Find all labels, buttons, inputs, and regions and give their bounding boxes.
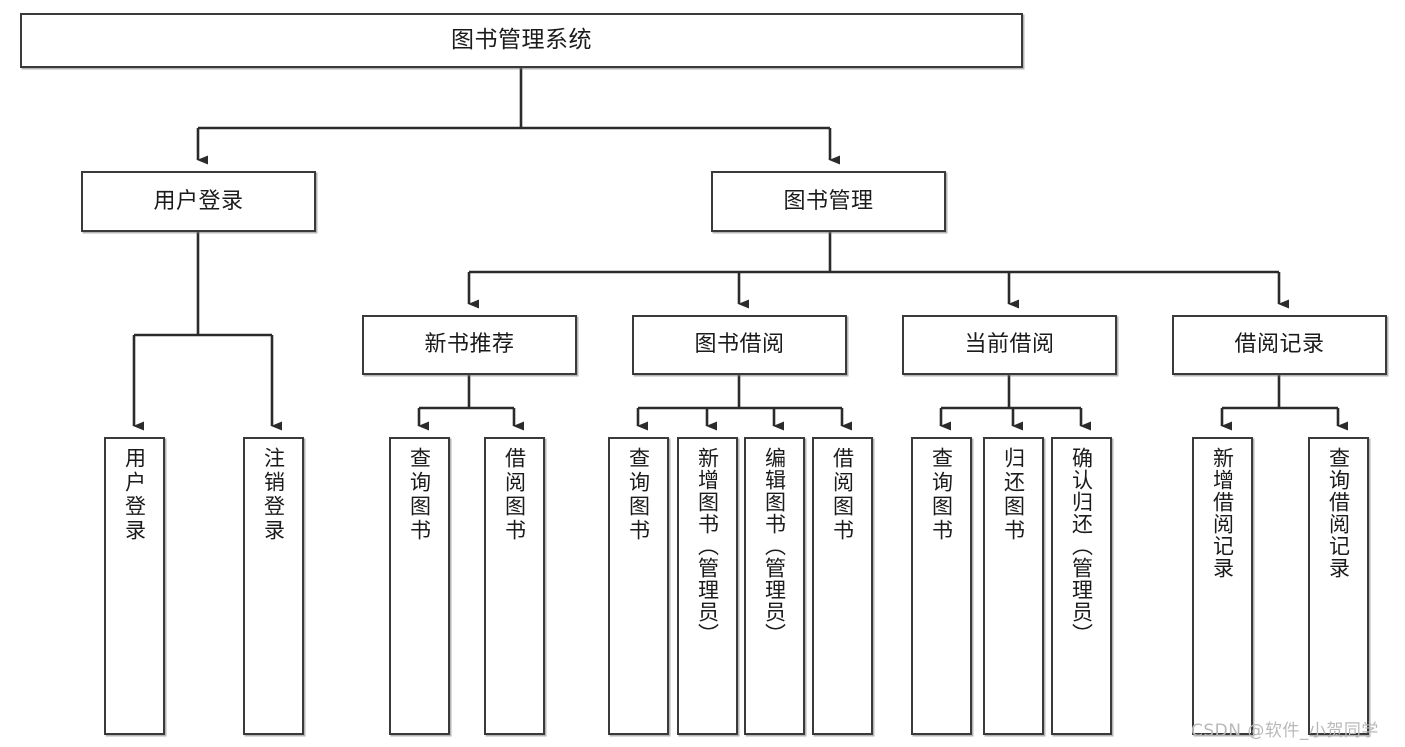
node-leaf-query-book-3[interactable]: 查询图书 xyxy=(911,437,972,735)
node-borrow-record[interactable]: 借阅记录 xyxy=(1172,315,1387,375)
node-leaf-edit-book-label: 编辑图书（管理员） xyxy=(762,447,787,645)
node-book-borrow[interactable]: 图书借阅 xyxy=(632,315,847,375)
node-leaf-logout-label: 注销登录 xyxy=(261,447,286,543)
node-book-manage-label: 图书管理 xyxy=(783,188,874,214)
node-leaf-query-book-1-label: 查询图书 xyxy=(407,447,432,543)
node-borrow-record-label: 借阅记录 xyxy=(1234,332,1325,358)
node-leaf-query-book-2[interactable]: 查询图书 xyxy=(608,437,669,735)
node-leaf-borrow-book-2-label: 借阅图书 xyxy=(830,447,855,543)
node-new-book-recommend-label: 新书推荐 xyxy=(424,332,515,358)
node-leaf-add-book[interactable]: 新增图书（管理员） xyxy=(677,437,738,735)
node-leaf-borrow-book-1-label: 借阅图书 xyxy=(502,447,527,543)
node-leaf-borrow-book-1[interactable]: 借阅图书 xyxy=(484,437,545,735)
node-book-borrow-label: 图书借阅 xyxy=(694,332,785,358)
node-leaf-add-book-label: 新增图书（管理员） xyxy=(695,447,720,645)
node-leaf-query-record-label: 查询借阅记录 xyxy=(1326,447,1351,579)
node-root[interactable]: 图书管理系统 xyxy=(20,13,1023,68)
node-leaf-logout[interactable]: 注销登录 xyxy=(243,437,304,735)
node-leaf-borrow-book-2[interactable]: 借阅图书 xyxy=(812,437,873,735)
node-leaf-edit-book[interactable]: 编辑图书（管理员） xyxy=(744,437,805,735)
node-new-book-recommend[interactable]: 新书推荐 xyxy=(362,315,577,375)
node-book-manage[interactable]: 图书管理 xyxy=(711,171,946,232)
node-leaf-confirm-return-label: 确认归还（管理员） xyxy=(1069,447,1094,645)
node-current-borrow-label: 当前借阅 xyxy=(964,332,1055,358)
node-leaf-query-book-1[interactable]: 查询图书 xyxy=(389,437,450,735)
csdn-watermark: CSDN @软件_小贺同学 xyxy=(1191,721,1379,741)
node-leaf-add-record[interactable]: 新增借阅记录 xyxy=(1192,437,1253,735)
node-current-borrow[interactable]: 当前借阅 xyxy=(902,315,1117,375)
node-leaf-query-book-3-label: 查询图书 xyxy=(929,447,954,543)
node-user-login-label: 用户登录 xyxy=(153,188,244,214)
node-user-login[interactable]: 用户登录 xyxy=(81,171,316,232)
node-leaf-return-book-label: 归还图书 xyxy=(1001,447,1026,543)
node-leaf-query-record[interactable]: 查询借阅记录 xyxy=(1308,437,1369,735)
node-leaf-return-book[interactable]: 归还图书 xyxy=(983,437,1044,735)
node-root-label: 图书管理系统 xyxy=(451,27,592,54)
node-leaf-confirm-return[interactable]: 确认归还（管理员） xyxy=(1051,437,1112,735)
node-leaf-user-login[interactable]: 用户登录 xyxy=(104,437,165,735)
node-leaf-user-login-label: 用户登录 xyxy=(122,447,147,543)
node-leaf-query-book-2-label: 查询图书 xyxy=(626,447,651,543)
node-leaf-add-record-label: 新增借阅记录 xyxy=(1210,447,1235,579)
